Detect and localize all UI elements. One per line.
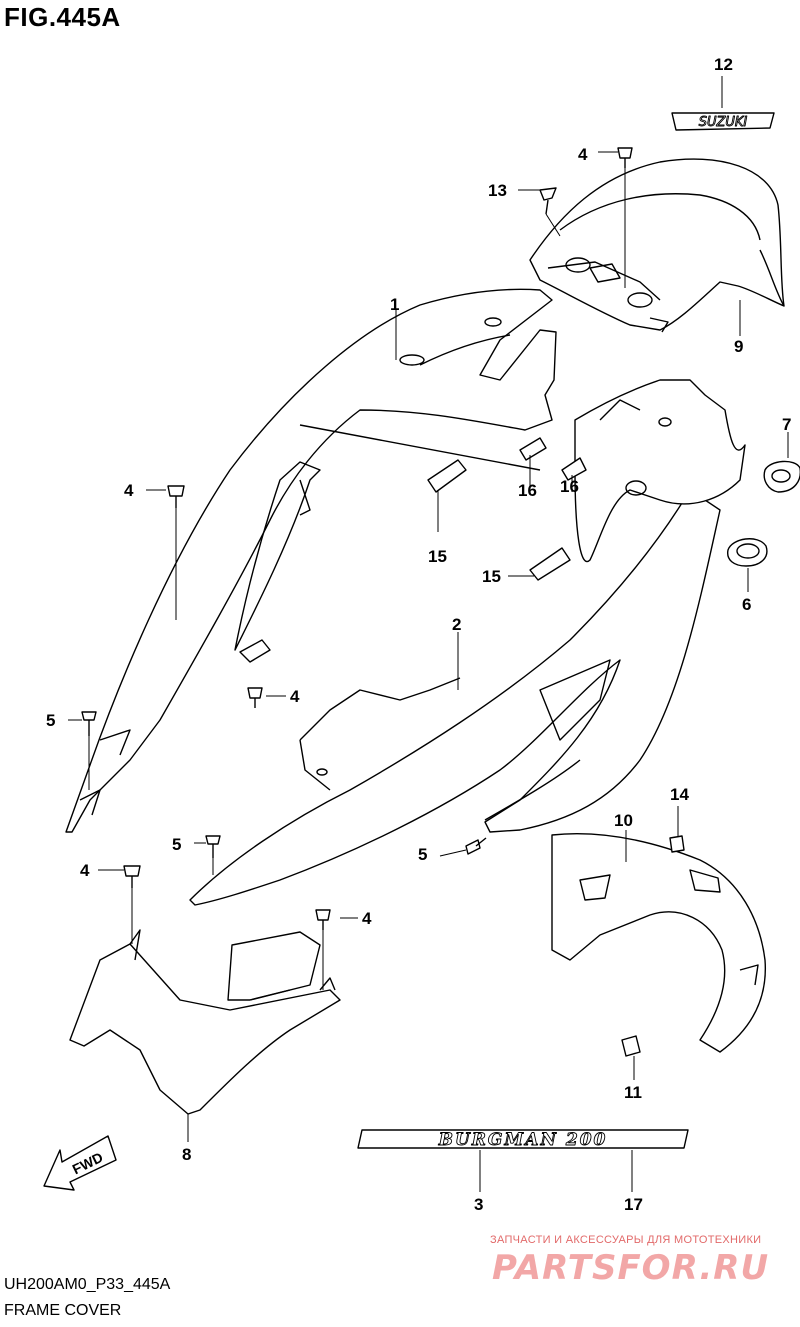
part-1-frame-cover-left[interactable] xyxy=(65,288,557,833)
burgman-emblem-text: BURGMAN 200 xyxy=(438,1130,608,1150)
leader-lines xyxy=(68,76,789,1192)
part-16-pad-upper[interactable] xyxy=(519,437,547,461)
figure-code: UH200AM0_P33_445A xyxy=(4,1276,171,1293)
callout-2: 2 xyxy=(452,615,462,634)
callout-4: 4 xyxy=(362,909,372,928)
callout-12: 12 xyxy=(714,55,733,74)
callout-4: 4 xyxy=(578,145,588,164)
callout-16: 16 xyxy=(560,477,579,496)
callout-5: 5 xyxy=(172,835,182,854)
part-9-rear-upper-cover[interactable] xyxy=(529,158,785,333)
part-15-pad-upper[interactable] xyxy=(427,459,467,493)
callout-11: 11 xyxy=(624,1083,642,1102)
callout-15: 15 xyxy=(428,547,447,566)
frame-cover-right-panel[interactable] xyxy=(574,379,746,563)
part-13-screw[interactable] xyxy=(539,187,557,215)
callout-15: 15 xyxy=(482,567,501,586)
figure-name: FRAME COVER xyxy=(4,1302,122,1319)
callout-5: 5 xyxy=(46,711,56,730)
part-8-lower-cover[interactable] xyxy=(69,929,341,1115)
callout-5: 5 xyxy=(418,845,428,864)
part-3-17-burgman-emblem[interactable]: BURGMAN 200 xyxy=(357,1129,689,1150)
part-4-rivet-e[interactable] xyxy=(315,909,331,930)
part-10-inner-cover[interactable] xyxy=(551,833,767,1053)
watermark-tagline: ЗАПЧАСТИ И АКСЕССУАРЫ ДЛЯ МОТОТЕХНИКИ xyxy=(490,1234,762,1246)
suzuki-emblem-text: SUZUKI xyxy=(699,115,748,130)
part-14-nut[interactable] xyxy=(669,835,685,853)
part-5-screw-a[interactable] xyxy=(81,711,97,736)
callout-4: 4 xyxy=(290,687,300,706)
part-16-pad-lower[interactable] xyxy=(561,457,587,481)
callout-4: 4 xyxy=(80,861,90,880)
watermark-brand: PARTSFOR.RU xyxy=(492,1248,770,1288)
callout-6: 6 xyxy=(742,595,752,614)
part-4-rivet-d[interactable] xyxy=(123,865,141,888)
part-4-rivet-c[interactable] xyxy=(247,687,263,708)
callout-17: 17 xyxy=(624,1195,643,1214)
part-15-pad-lower[interactable] xyxy=(529,547,571,581)
callout-8: 8 xyxy=(182,1145,192,1164)
callout-3: 3 xyxy=(474,1195,484,1214)
callout-4: 4 xyxy=(124,481,134,500)
callout-16: 16 xyxy=(518,481,537,500)
part-11-clip[interactable] xyxy=(621,1035,641,1057)
callout-13: 13 xyxy=(488,181,507,200)
part-7-grommet[interactable] xyxy=(763,460,800,493)
fwd-arrow-icon: FWD xyxy=(43,1135,117,1191)
callout-1: 1 xyxy=(390,295,400,314)
part-5-screw-b[interactable] xyxy=(205,835,221,858)
callout-14: 14 xyxy=(670,785,689,804)
callout-10: 10 xyxy=(614,811,633,830)
callout-9: 9 xyxy=(734,337,744,356)
figure-title: FIG.445A xyxy=(4,2,121,32)
part-4-rivet-a[interactable] xyxy=(617,147,633,168)
part-5-screw-c[interactable] xyxy=(465,837,487,855)
callout-7: 7 xyxy=(782,415,792,434)
part-6-grommet[interactable] xyxy=(727,538,768,567)
part-12-suzuki-emblem[interactable]: SUZUKI xyxy=(671,112,775,131)
part-2-frame-cover-lower[interactable] xyxy=(189,489,721,906)
part-4-rivet-b[interactable] xyxy=(167,485,185,508)
